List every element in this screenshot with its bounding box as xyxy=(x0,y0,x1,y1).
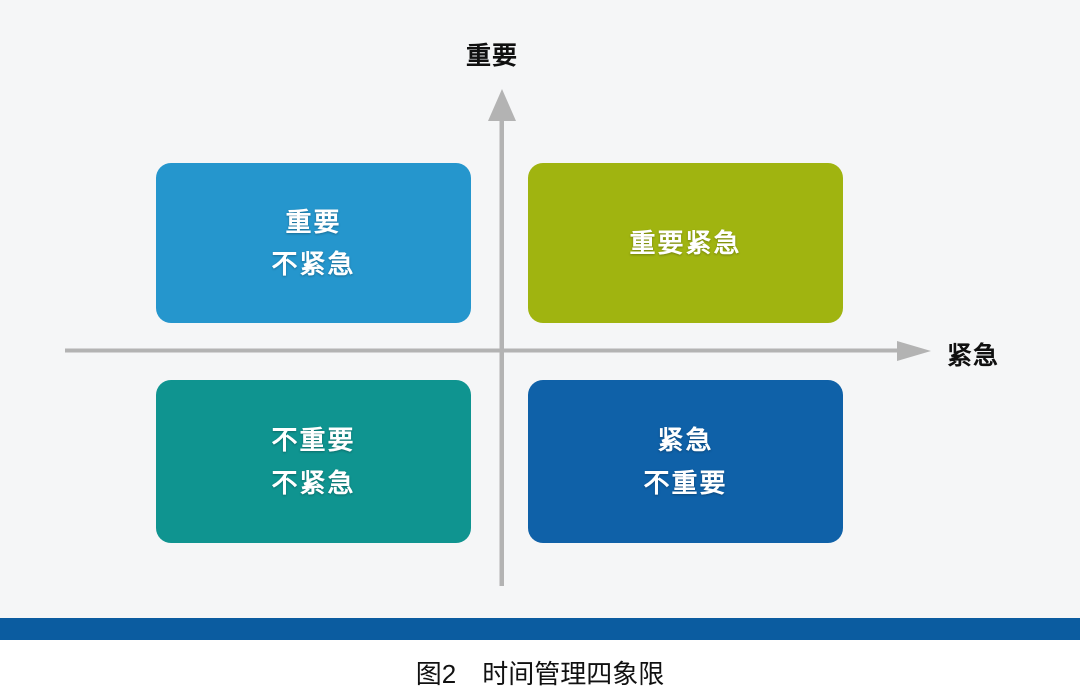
quadrant-urgent-not-important[interactable]: 紧急 不重要 xyxy=(528,380,850,543)
arrow-up-icon xyxy=(488,89,516,121)
axis-label-urgent: 紧急 xyxy=(947,342,1000,370)
quadrant-label-line-2: 不重要 xyxy=(643,467,728,498)
quadrant-important-urgent[interactable]: 重要紧急 xyxy=(528,163,850,323)
horizontal-axis xyxy=(65,348,905,353)
quadrant-diagram: 重要 紧急 重要 不紧急 重要紧急 不重要 不紧急 紧急 不重要 xyxy=(65,42,1000,586)
quadrant-label-line-2: 不紧急 xyxy=(271,249,356,279)
vertical-axis xyxy=(499,114,504,586)
quadrant-label-line-1: 重要 xyxy=(285,206,342,237)
arrow-right-icon xyxy=(897,341,931,361)
blue-divider-bar xyxy=(0,618,1080,640)
quadrant-important-not-urgent[interactable]: 重要 不紧急 xyxy=(156,163,478,323)
figure-caption: 图2 时间管理四象限 xyxy=(415,659,665,689)
figure-footer: 图2 时间管理四象限 xyxy=(0,640,1080,699)
quadrant-label-line-1: 紧急 xyxy=(657,425,714,456)
axis-label-important: 重要 xyxy=(466,42,519,70)
quadrant-label-line-1: 不重要 xyxy=(271,425,356,456)
quadrant-label-line-2: 不紧急 xyxy=(271,467,356,498)
quadrant-not-important-not-urgent[interactable]: 不重要 不紧急 xyxy=(156,380,478,543)
quadrant-label-line-1: 重要紧急 xyxy=(629,227,742,258)
